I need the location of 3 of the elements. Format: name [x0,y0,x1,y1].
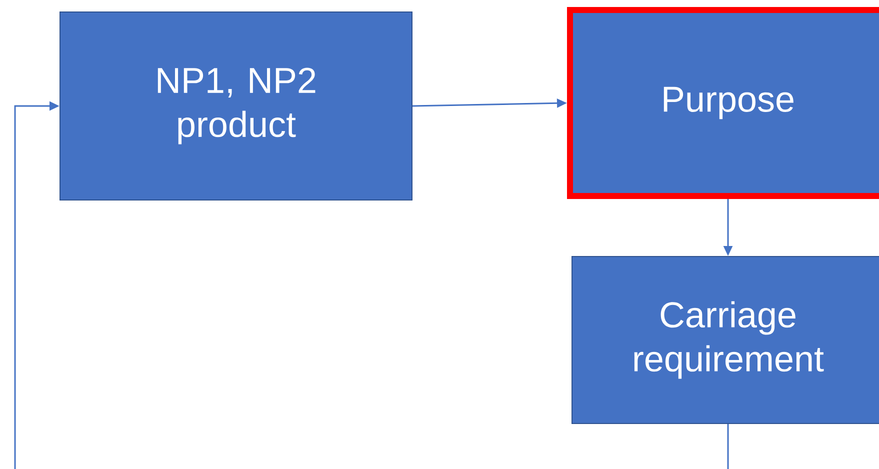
process-box: NP1, NP2 product [60,12,412,200]
process-box: Carriage requirement [572,256,879,424]
process-box: Purpose [567,7,879,199]
